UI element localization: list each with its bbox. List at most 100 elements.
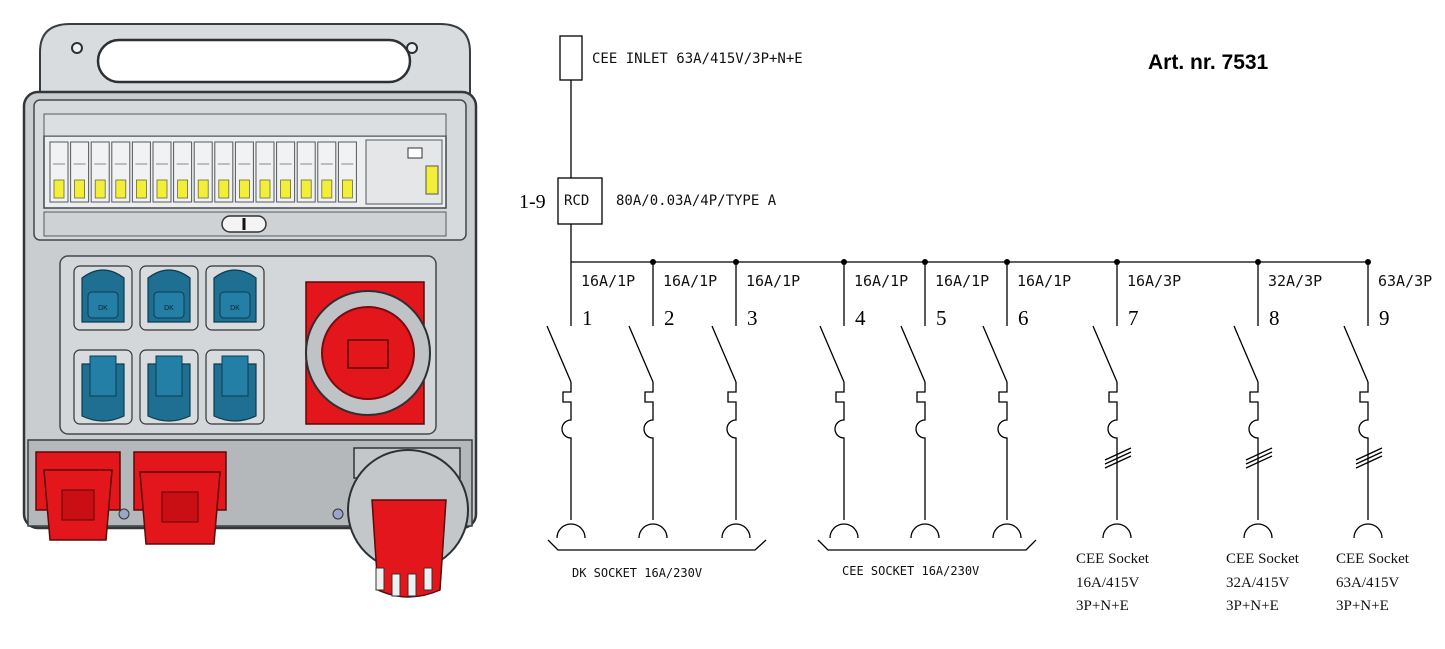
socket-type: CEE Socket [1076,551,1150,567]
socket-symbol [638,523,668,539]
branch-circuit-5 [900,259,940,539]
socket-symbol [910,523,940,539]
socket-poles: 3P+N+E [1076,598,1129,614]
screw [406,42,418,54]
breaker-symbol [1248,382,1259,520]
switch-contact [1233,325,1259,383]
breaker-symbol [1358,382,1369,520]
branch-circuit-1 [546,262,586,539]
branch-circuit-4 [819,259,859,539]
dk-socket: DK [73,265,133,331]
inlet-label: CEE INLET 63A/415V/3P+N+E [592,51,803,67]
rcd-group-label: 1-9 [519,191,546,213]
socket-rating: 63A/415V [1336,575,1400,591]
dk-socket-label: DK [164,305,174,312]
circuit-rating: 16A/3P [1127,272,1181,290]
circuit-rating: 16A/1P [746,272,800,290]
group-bracket-dk [547,539,767,551]
circuit-number: 8 [1269,306,1280,330]
breaker-symbol [561,382,572,520]
circuit-number: 6 [1018,306,1029,330]
rcd-spec: 80A/0.03A/4P/TYPE A [616,193,777,209]
dk-socket: DK [139,265,199,331]
breaker-lever [53,179,65,199]
circuit-rating: 16A/1P [581,272,635,290]
circuit-rating: 32A/3P [1268,272,1322,290]
socket-rating: 16A/415V [1076,575,1140,591]
three-pole-mark [1104,451,1132,465]
cee-socket-16a-bottom [35,451,121,541]
three-pole-mark [1104,447,1132,461]
switch-contact [711,325,737,383]
socket-rating: 32A/415V [1226,575,1290,591]
breaker-lever [115,179,127,199]
socket-symbol [556,523,586,539]
group-label-dk: DK SOCKET 16A/230V [572,566,702,580]
circuit-number: 3 [747,306,758,330]
breaker-lever [238,179,250,199]
socket-poles: 3P+N+E [1336,598,1389,614]
cee-socket-230v [139,349,199,425]
breaker-row [49,141,357,203]
three-pole-mark [1245,455,1273,469]
breaker-symbol [834,382,845,520]
breaker-lever [300,179,312,199]
breaker-lever [94,179,106,199]
article-number: Art. nr. 7531 [1148,51,1269,74]
switch-contact [900,325,926,383]
group-bracket-cee [817,539,1037,551]
cee-socket-32a-bottom [133,451,227,545]
breaker-symbol [915,382,926,520]
circuit-rating: 16A/1P [935,272,989,290]
cee-inlet-plug [347,447,469,598]
breaker-symbol [997,382,1008,520]
dk-socket-label: DK [230,305,240,312]
circuit-rating: 16A/1P [663,272,717,290]
circuit-number: 7 [1128,306,1139,330]
breaker-lever [74,179,85,199]
branch-circuit-9 [1343,259,1383,539]
branch-circuit-7 [1092,259,1132,539]
circuit-labels: 16A/1P116A/1P216A/1P316A/1P416A/1P516A/1… [581,272,1432,330]
socket-symbol [721,523,751,539]
screw [332,508,344,520]
breaker-lever [156,179,168,199]
screw [118,508,130,520]
breaker-lever [259,179,271,199]
inlet-symbol [559,35,583,81]
circuit-number: 2 [664,306,675,330]
dk-socket: DK [205,265,265,331]
branch-circuit-3 [711,259,751,539]
rcd-lever [425,165,439,195]
breaker-lever [177,179,189,199]
cee-socket-230v [73,349,133,425]
branch-circuit-8 [1233,259,1273,539]
socket-symbol [992,523,1022,539]
socket-symbol [1353,523,1383,539]
three-pole-mark [1245,451,1273,465]
circuit-number: 9 [1379,306,1390,330]
wiring-schematic [546,35,1383,551]
breaker-lever [341,179,353,199]
cee-socket-labels: CEE Socket 16A/415V 3P+N+E CEE Socket32A/41… [1076,551,1410,614]
breaker-lever [135,179,147,199]
branch-circuits [546,259,1383,539]
three-pole-mark [1355,451,1383,465]
carry-handle-slot [96,38,412,84]
rcd-symbol [557,177,603,225]
socket-symbol [1243,523,1273,539]
branch-circuit-2 [628,259,668,539]
dk-socket-label: DK [98,305,108,312]
breaker-lever [218,179,230,199]
socket-symbol [829,523,859,539]
three-pole-mark [1355,455,1383,469]
three-pole-mark [1355,447,1383,461]
breaker-symbol [726,382,737,520]
screw [71,42,83,54]
cee-socket-63a-panel [305,281,431,425]
group-label-cee: CEE SOCKET 16A/230V [842,564,979,578]
breaker-lever [280,179,292,199]
